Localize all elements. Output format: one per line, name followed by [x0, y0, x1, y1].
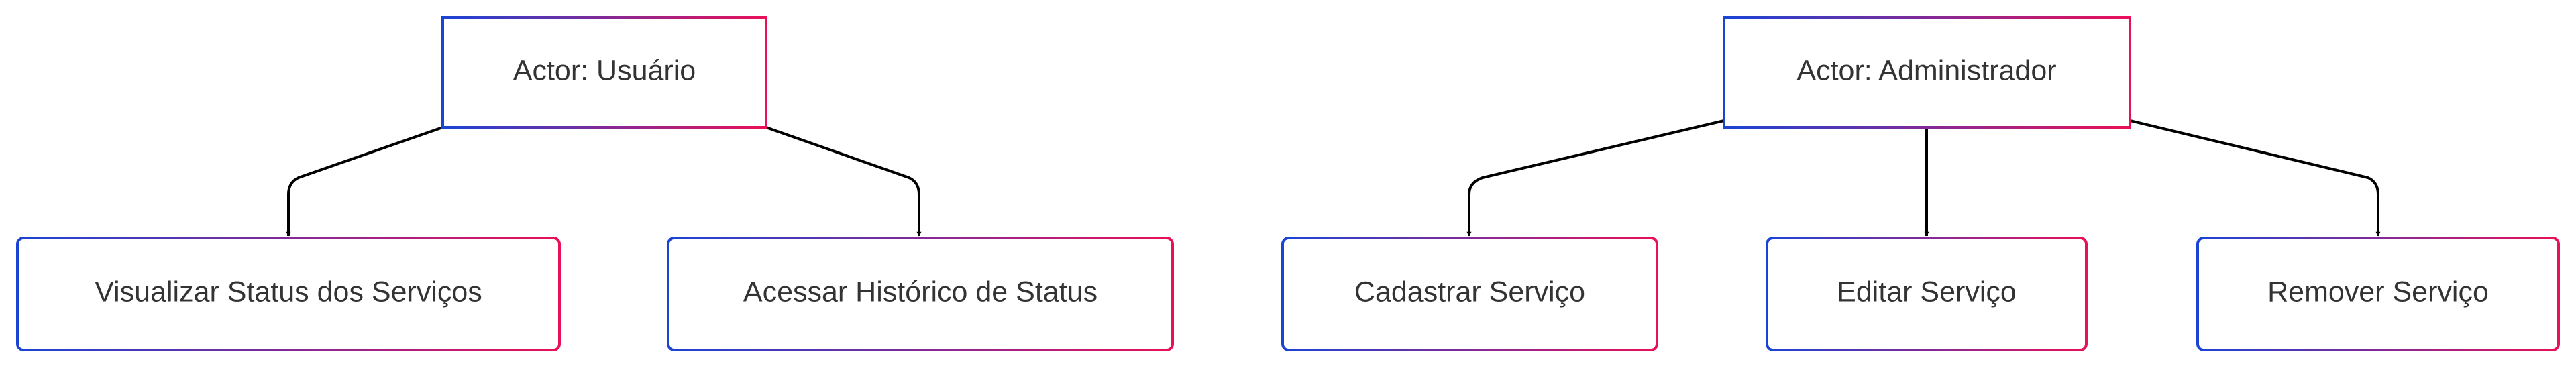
use-case-cadastrar-servico-label: Cadastrar Serviço: [1354, 276, 1585, 308]
use-case-visualizar-status-label: Visualizar Status dos Serviços: [95, 276, 482, 308]
use-case-cadastrar-servico-node: Cadastrar Serviço: [1281, 237, 1658, 351]
use-case-remover-servico-label: Remover Serviço: [2267, 276, 2489, 308]
edge-usuario-historico: [765, 126, 922, 237]
edge-admin-cadastrar: [1466, 119, 1725, 237]
actor-administrador-node: Actor: Administrador: [1723, 16, 2131, 129]
use-case-editar-servico-label: Editar Serviço: [1837, 276, 2017, 308]
edges: [286, 119, 2381, 237]
use-case-editar-servico-node: Editar Serviço: [1766, 237, 2088, 351]
use-case-visualizar-status-node: Visualizar Status dos Serviços: [16, 237, 561, 351]
use-case-acessar-historico-node: Acessar Histórico de Status: [667, 237, 1174, 351]
edge-admin-remover: [2129, 119, 2381, 237]
use-case-remover-servico-node: Remover Serviço: [2196, 237, 2560, 351]
actor-usuario-node: Actor: Usuário: [441, 16, 767, 129]
edge-usuario-visualizar: [286, 126, 443, 237]
actor-usuario-label: Actor: Usuário: [513, 54, 696, 86]
use-case-acessar-historico-label: Acessar Histórico de Status: [743, 276, 1097, 308]
actor-administrador-label: Actor: Administrador: [1796, 54, 2056, 86]
